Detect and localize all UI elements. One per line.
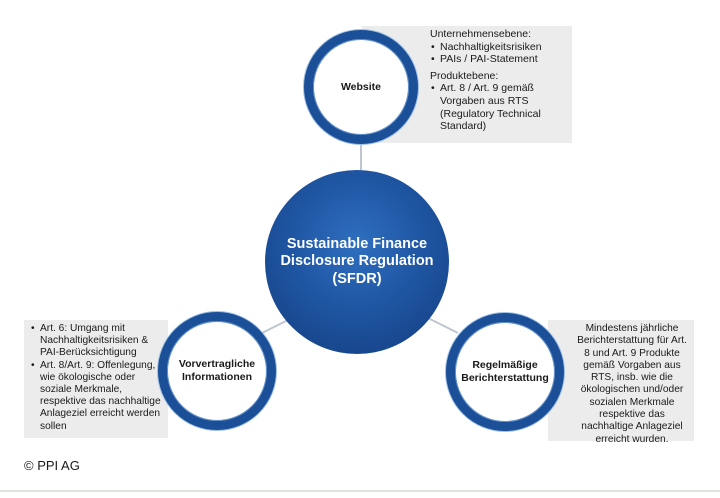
bottom-divider xyxy=(0,490,720,492)
product-level-title: Produktebene: xyxy=(430,69,499,82)
periodic-reporting-node: Regelmäßige Berichterstattung xyxy=(446,313,564,431)
company-level-title: Unternehmensebene: xyxy=(430,28,531,40)
connector-right xyxy=(427,317,459,334)
list-item: Art. 6: Umgang mit Nachhaltigkeitsrisike… xyxy=(30,323,164,360)
website-node: Website xyxy=(304,30,418,144)
product-level-list: Art. 8 / Art. 9 gemäß Vorgaben aus RTS (… xyxy=(430,82,566,132)
periodic-reporting-info-box: Mindestens jährliche Berichterstattung f… xyxy=(577,323,687,445)
company-level-list: Nachhaltigkeitsrisiken PAIs / PAI-Statem… xyxy=(430,41,566,66)
copyright-text: © PPI AG xyxy=(24,458,80,473)
precontractual-info-node: Vorvertragliche Informationen xyxy=(158,312,276,430)
list-item: Nachhaltigkeitsrisiken xyxy=(430,41,566,54)
list-item: Art. 8 / Art. 9 gemäß Vorgaben aus RTS (… xyxy=(430,82,566,132)
precontractual-info-box: Art. 6: Umgang mit Nachhaltigkeitsrisike… xyxy=(24,320,168,438)
sfdr-center-node: Sustainable Finance Disclosure Regulatio… xyxy=(265,170,449,354)
list-item: Art. 8/Art. 9: Offenlegung, wie ökologis… xyxy=(30,360,164,433)
periodic-reporting-box-bg xyxy=(548,320,694,441)
list-item: PAIs / PAI-Statement xyxy=(430,53,566,66)
precontractual-list: Art. 6: Umgang mit Nachhaltigkeitsrisike… xyxy=(30,323,164,433)
